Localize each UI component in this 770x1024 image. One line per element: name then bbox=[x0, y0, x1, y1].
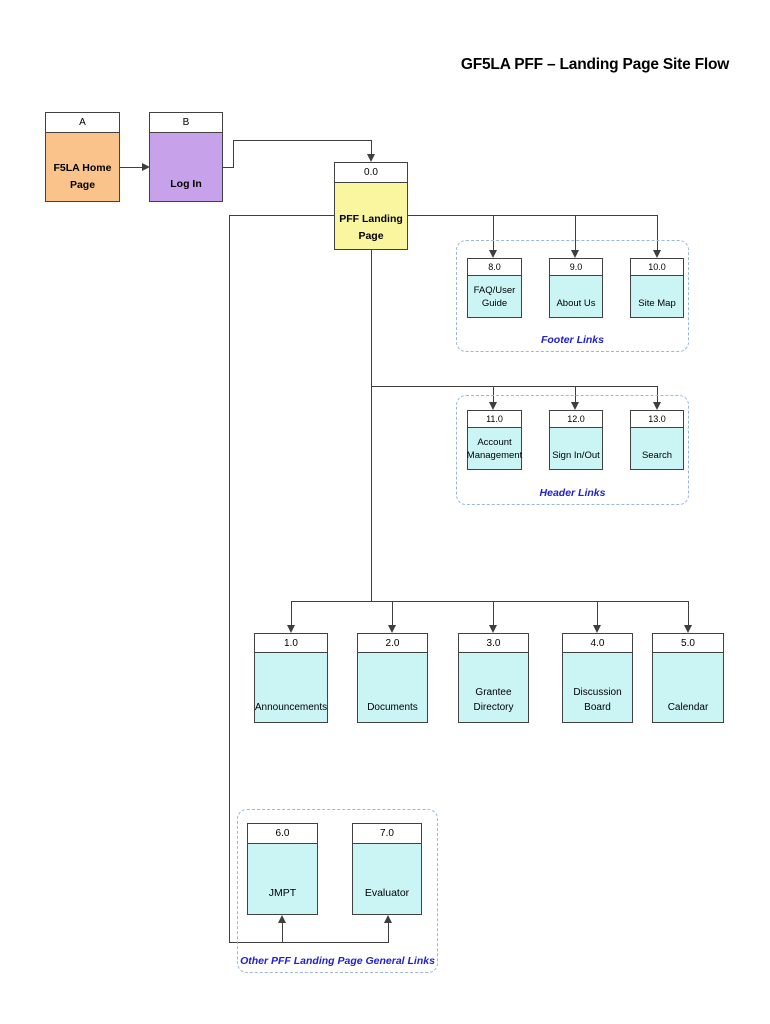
node-label-about-us: About Us bbox=[550, 276, 602, 317]
node-id-3-0: 3.0 bbox=[459, 634, 528, 653]
connector-header-feed bbox=[371, 386, 658, 387]
node-label-evaluator: Evaluator bbox=[353, 844, 421, 914]
connector-drop-sitemap bbox=[657, 215, 658, 250]
connector-left-trunk bbox=[229, 215, 230, 943]
node-id-4-0: 4.0 bbox=[563, 634, 632, 653]
arrowhead-into-discussion bbox=[593, 625, 601, 633]
node-label-grantee-directory: Grantee Directory bbox=[459, 653, 528, 722]
node-search: 13.0 Search bbox=[630, 410, 684, 470]
group-label-footer-links: Footer Links bbox=[540, 334, 604, 346]
node-discussion-board: 4.0 Discussion Board bbox=[562, 633, 633, 723]
node-id-5-0: 5.0 bbox=[653, 634, 723, 653]
connector-center-trunk bbox=[371, 250, 372, 601]
node-documents: 2.0 Documents bbox=[357, 633, 428, 723]
node-log-in: B Log In bbox=[149, 112, 223, 202]
group-other-pff-links: Other PFF Landing Page General Links bbox=[237, 809, 438, 973]
node-id-6-0: 6.0 bbox=[248, 824, 317, 844]
arrowhead-into-jmpt bbox=[278, 915, 286, 923]
node-label-calendar: Calendar bbox=[653, 653, 723, 722]
group-header-links: Header Links bbox=[456, 395, 689, 505]
arrowhead-into-announcements bbox=[287, 625, 295, 633]
connector-landing-left bbox=[229, 215, 335, 216]
connector-other-bottom bbox=[229, 942, 389, 943]
node-site-map: 10.0 Site Map bbox=[630, 258, 684, 318]
node-label-log-in: Log In bbox=[150, 133, 222, 201]
arrowhead-into-search bbox=[653, 402, 661, 410]
arrowhead-into-evaluator bbox=[384, 915, 392, 923]
connector-drop-calendar bbox=[688, 601, 689, 625]
arrowhead-into-faq bbox=[489, 250, 497, 258]
node-label-documents: Documents bbox=[358, 653, 427, 722]
connector-login-up bbox=[233, 140, 234, 168]
node-f5la-home-page: A F5LA Home Page bbox=[45, 112, 120, 202]
node-sign-in-out: 12.0 Sign In/Out bbox=[549, 410, 603, 470]
arrowhead-into-account bbox=[489, 402, 497, 410]
connector-jmpt-stub bbox=[282, 923, 283, 943]
arrowhead-into-sitemap bbox=[653, 250, 661, 258]
connector-evaluator-stub bbox=[388, 923, 389, 943]
node-grantee-directory: 3.0 Grantee Directory bbox=[458, 633, 529, 723]
node-evaluator: 7.0 Evaluator bbox=[352, 823, 422, 915]
node-label-f5la-home-page: F5LA Home Page bbox=[46, 133, 119, 201]
connector-drop-account bbox=[493, 386, 494, 402]
node-label-discussion-board: Discussion Board bbox=[563, 653, 632, 722]
connector-drop-signin bbox=[575, 386, 576, 402]
connector-login-down bbox=[371, 140, 372, 154]
connector-login-across bbox=[233, 140, 372, 141]
node-label-site-map: Site Map bbox=[631, 276, 683, 317]
arrowhead-into-documents bbox=[388, 625, 396, 633]
node-account-management: 11.0 Account Management bbox=[467, 410, 522, 470]
node-id-a: A bbox=[46, 113, 119, 133]
node-id-9-0: 9.0 bbox=[550, 259, 602, 276]
node-id-7-0: 7.0 bbox=[353, 824, 421, 844]
node-label-announcements: Announcements bbox=[255, 653, 327, 722]
connector-footer-feed bbox=[408, 215, 658, 216]
arrowhead-into-signin bbox=[571, 402, 579, 410]
arrowhead-into-calendar bbox=[684, 625, 692, 633]
node-id-11-0: 11.0 bbox=[468, 411, 521, 428]
node-pff-landing-page: 0.0 PFF Landing Page bbox=[334, 162, 408, 250]
connector-drop-documents bbox=[392, 601, 393, 625]
node-calendar: 5.0 Calendar bbox=[652, 633, 724, 723]
group-label-header-links: Header Links bbox=[539, 487, 606, 499]
node-id-1-0: 1.0 bbox=[255, 634, 327, 653]
connector-mainrow-feed bbox=[291, 601, 689, 602]
diagram-title: GF5LA PFF – Landing Page Site Flow bbox=[460, 56, 730, 73]
node-jmpt: 6.0 JMPT bbox=[247, 823, 318, 915]
arrowhead-into-landing bbox=[367, 154, 375, 162]
node-label-search: Search bbox=[631, 428, 683, 469]
node-label-faq-user-guide: FAQ/User Guide bbox=[468, 276, 521, 317]
node-id-b: B bbox=[150, 113, 222, 133]
node-announcements: 1.0 Announcements bbox=[254, 633, 328, 723]
connector-login-exit bbox=[223, 167, 234, 168]
arrowhead-into-about bbox=[571, 250, 579, 258]
node-label-jmpt: JMPT bbox=[248, 844, 317, 914]
arrowhead-into-login bbox=[142, 163, 150, 171]
group-label-other-pff-links: Other PFF Landing Page General Links bbox=[240, 955, 435, 967]
connector-drop-search bbox=[657, 386, 658, 402]
group-footer-links: Footer Links bbox=[456, 240, 689, 352]
connector-drop-grantee bbox=[493, 601, 494, 625]
arrowhead-into-grantee bbox=[489, 625, 497, 633]
node-id-12-0: 12.0 bbox=[550, 411, 602, 428]
node-id-8-0: 8.0 bbox=[468, 259, 521, 276]
connector-drop-announcements bbox=[291, 601, 292, 625]
node-id-2-0: 2.0 bbox=[358, 634, 427, 653]
node-faq-user-guide: 8.0 FAQ/User Guide bbox=[467, 258, 522, 318]
node-id-10-0: 10.0 bbox=[631, 259, 683, 276]
connector-home-to-login bbox=[120, 167, 143, 168]
node-id-0-0: 0.0 bbox=[335, 163, 407, 183]
node-label-pff-landing-page: PFF Landing Page bbox=[335, 183, 407, 249]
node-id-13-0: 13.0 bbox=[631, 411, 683, 428]
node-about-us: 9.0 About Us bbox=[549, 258, 603, 318]
node-label-account-management: Account Management bbox=[467, 428, 522, 469]
node-label-sign-in-out: Sign In/Out bbox=[550, 428, 602, 469]
connector-drop-discussion bbox=[597, 601, 598, 625]
connector-drop-about bbox=[575, 215, 576, 250]
connector-drop-faq bbox=[493, 215, 494, 250]
